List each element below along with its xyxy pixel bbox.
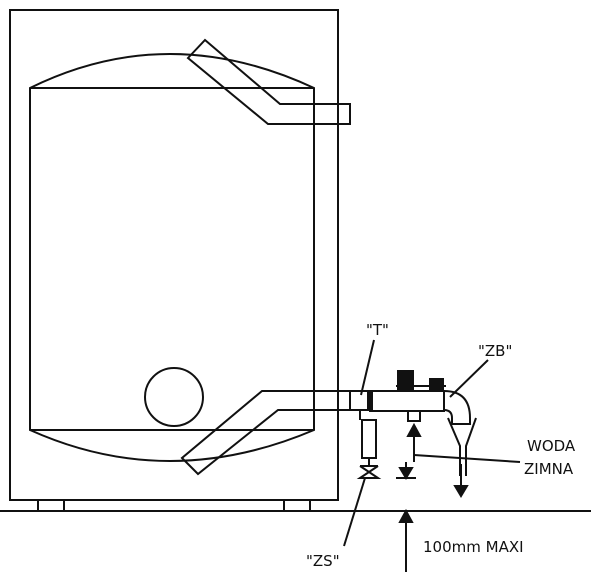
cold-water-up-arrow — [406, 422, 422, 437]
discharge-arrow — [453, 485, 469, 498]
label-zs: "ZS" — [306, 552, 340, 570]
label-zb: "ZB" — [478, 342, 512, 360]
t-leader — [360, 339, 375, 396]
inner-tank — [29, 53, 315, 462]
hot-water-outlet-pipe — [186, 38, 351, 125]
cold-water-inlet-pipe — [180, 390, 369, 476]
zs-leader — [343, 477, 366, 547]
zb-leader — [449, 359, 489, 398]
drain-valve-body — [361, 419, 377, 459]
discharge-elbow — [443, 390, 471, 425]
woda-pointer-line — [413, 454, 521, 463]
dimension-arrow-bottom — [398, 508, 414, 523]
safety-group-knob-left — [397, 370, 414, 392]
inspection-flange — [144, 367, 204, 427]
dimension-arrow-top — [398, 467, 414, 480]
safety-group-inlet-stub — [407, 410, 421, 422]
safety-group-body — [369, 390, 445, 412]
drain-valve-seat — [356, 465, 382, 479]
right-foot — [283, 499, 311, 512]
label-woda: WODA — [527, 437, 576, 455]
heater-cabinet — [9, 9, 339, 501]
label-zimna: ZIMNA — [524, 460, 574, 478]
left-foot — [37, 499, 65, 512]
label-t: "T" — [366, 321, 389, 339]
label-distance: 100mm MAXI — [423, 538, 524, 556]
